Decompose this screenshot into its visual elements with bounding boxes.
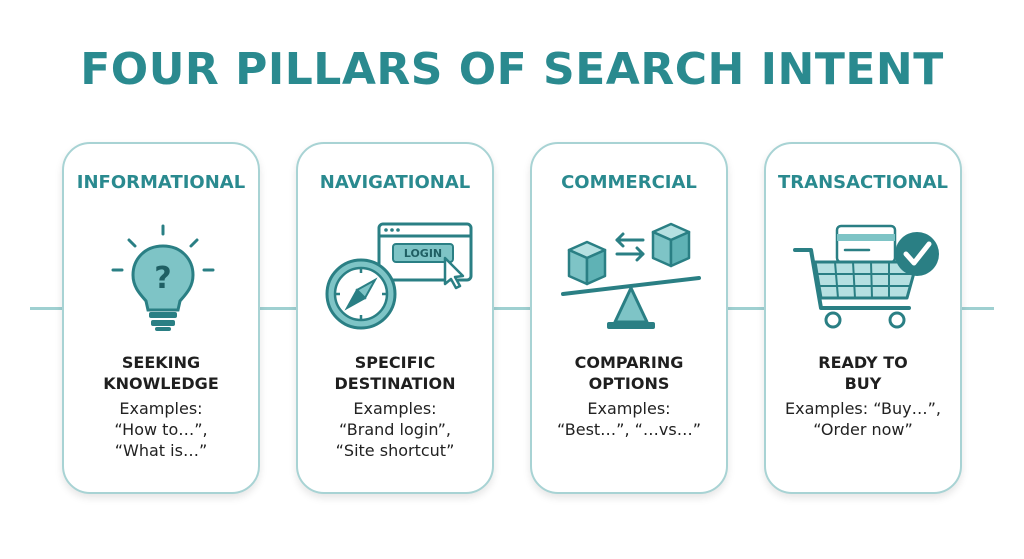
pillar-heading: READY TO BUY [766, 352, 960, 394]
pillar-examples: Examples: “Brand login”, “Site shortcut” [298, 398, 492, 461]
heading-line: OPTIONS [588, 374, 670, 393]
heading-line: KNOWLEDGE [103, 374, 219, 393]
example-line: Examples: [119, 399, 203, 418]
example-line: “What is…” [114, 441, 208, 460]
pillar-examples: Examples: “How to…”, “What is…” [64, 398, 258, 461]
pillar-card-navigational: NAVIGATIONAL LOGIN SPECIFIC DESTINATION … [296, 142, 494, 494]
pillar-heading: SEEKING KNOWLEDGE [64, 352, 258, 394]
heading-line: BUY [844, 374, 882, 393]
example-line: “How to…”, [114, 420, 208, 439]
example-line: “Brand login”, [338, 420, 451, 439]
heading-line: COMPARING [574, 353, 684, 372]
heading-line: SEEKING [121, 353, 201, 372]
heading-line: READY TO [818, 353, 908, 372]
compass-login-icon: LOGIN [325, 222, 473, 330]
pillar-heading: COMPARING OPTIONS [532, 352, 726, 394]
example-line: “Order now” [813, 420, 913, 439]
pillar-title: COMMERCIAL [561, 172, 697, 193]
pillar-card-transactional: TRANSACTIONAL READY TO BUY Examples: “Bu… [764, 142, 962, 494]
lightbulb-question-icon: ? [111, 224, 215, 331]
pillar-examples: Examples: “Buy…”, “Order now” [766, 398, 960, 440]
balance-compare-icon [561, 222, 701, 329]
pillar-card-commercial: COMMERCIAL COMPARING OPTIONS Examples: “… [530, 142, 728, 494]
pillar-card-informational: INFORMATIONAL ? SEEKING KNOWLEDGE Exampl… [62, 142, 260, 494]
heading-line: SPECIFIC [354, 353, 436, 372]
example-line: Examples: “Buy…”, [785, 399, 941, 418]
pillar-title: TRANSACTIONAL [778, 172, 948, 193]
example-line: Examples: [353, 399, 437, 418]
svg-text:?: ? [154, 261, 171, 296]
example-line: Examples: [587, 399, 671, 418]
pillar-heading: SPECIFIC DESTINATION [298, 352, 492, 394]
example-line: “Site shortcut” [335, 441, 455, 460]
login-label: LOGIN [404, 247, 442, 260]
pillar-title: INFORMATIONAL [76, 172, 246, 193]
pillar-examples: Examples: “Best…”, “…vs…” [532, 398, 726, 440]
pillar-title: NAVIGATIONAL [319, 172, 471, 193]
connector-line [30, 307, 994, 310]
cart-checkout-icon [793, 224, 939, 329]
heading-line: DESTINATION [334, 374, 456, 393]
example-line: “Best…”, “…vs…” [556, 420, 702, 439]
page-title: FOUR PILLARS OF SEARCH INTENT [80, 44, 944, 95]
